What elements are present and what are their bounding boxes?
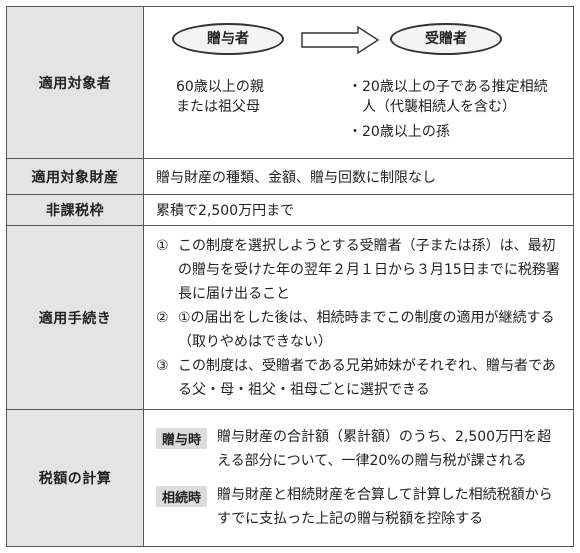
receiver-ellipse: 受贈者 (390, 23, 502, 55)
arrow-right-icon (301, 25, 380, 55)
giver-ellipse: 贈与者 (172, 23, 284, 55)
gift-time-badge: 贈与時 (156, 428, 208, 449)
row-label-target-property: 適用対象財産 (6, 158, 144, 195)
row-label-procedure: 適用手続き (6, 225, 144, 410)
inherit-time-text: 贈与財産と相続財産を合算して計算した相続税額からすでに支払った上記の贈与税額を控… (217, 487, 553, 527)
gift-time-text: 贈与財産の合計額（累計額）のうち、2,500万円を超える部分について、一律20%… (217, 429, 552, 469)
inherit-time-badge: 相続時 (156, 486, 208, 507)
receiver-description: ・20歳以上の子である推定相続人（代襲相続人を含む） ・20歳以上の孫 (348, 77, 548, 142)
giver-description: 60歳以上の親 または祖父母 (176, 79, 264, 115)
row-label-exemption: 非課税枠 (6, 194, 144, 226)
gift-time-block: 贈与時 贈与財産の合計額（累計額）のうち、2,500万円を超える部分について、一… (156, 425, 573, 473)
receiver-item: ・20歳以上の孫 (348, 124, 450, 140)
receiver-item: ・20歳以上の子である推定相続人（代襲相続人を含む） (348, 79, 548, 115)
row-label-target-persons: 適用対象者 (6, 6, 144, 159)
target-property-value: 贈与財産の種類、金額、贈与回数に制限なし (143, 158, 574, 195)
row-label-tax-calc: 税額の計算 (6, 409, 144, 547)
gift-tax-table: 適用対象者 贈与者 受贈者 60歳以上の親 または祖父母 ・20歳以上の子である… (6, 6, 574, 547)
tax-calc-content: 贈与時 贈与財産の合計額（累計額）のうち、2,500万円を超える部分について、一… (143, 409, 574, 547)
inherit-time-block: 相続時 贈与財産と相続財産を合算して計算した相続税額からすでに支払った上記の贈与… (156, 483, 573, 531)
target-persons-diagram: 贈与者 受贈者 60歳以上の親 または祖父母 ・20歳以上の子である推定相続人（… (144, 7, 573, 158)
exemption-value: 累積で2,500万円まで (143, 194, 574, 226)
